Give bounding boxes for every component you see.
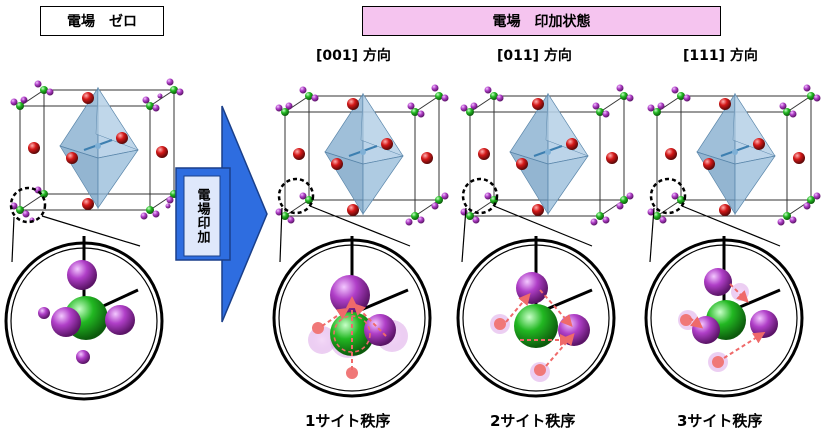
field-application-arrow <box>175 105 268 323</box>
field-application-label: 電場印加 <box>194 188 210 244</box>
ordering-label-2site: 2サイト秩序 <box>490 412 576 430</box>
direction-label-001: [001] 方向 <box>316 48 391 64</box>
direction-label-111: [111] 方向 <box>683 48 758 64</box>
ordering-label-3site: 3サイト秩序 <box>677 412 763 430</box>
zoom-111 <box>644 236 804 398</box>
applied-field-label: 電場 印加状態 <box>362 6 721 36</box>
cell-011 <box>461 85 634 226</box>
zero-field-label: 電場 ゼロ <box>40 6 164 36</box>
zoom-011 <box>456 236 616 398</box>
direction-label-011: [011] 方向 <box>497 48 572 64</box>
zoom-001 <box>272 236 432 398</box>
cell-111 <box>648 85 821 226</box>
cell-001 <box>276 85 449 226</box>
zero-field-cell <box>11 79 184 223</box>
ordering-label-1site: 1サイト秩序 <box>305 412 391 430</box>
zero-field-zoom <box>4 236 164 401</box>
